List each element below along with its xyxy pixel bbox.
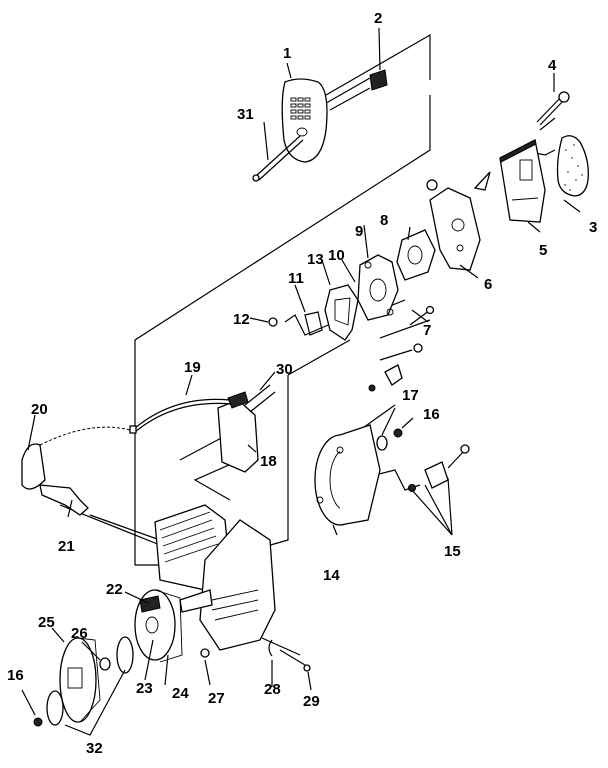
callout-30: 30 bbox=[276, 361, 293, 378]
callout-8: 8 bbox=[380, 212, 388, 229]
callout-7: 7 bbox=[423, 322, 431, 339]
part-needle-bearing-26 bbox=[99, 657, 111, 671]
callout-15: 15 bbox=[444, 543, 461, 560]
part-starter-housing bbox=[314, 424, 381, 526]
part-bolt-29 bbox=[279, 649, 311, 672]
part-clip-28 bbox=[268, 639, 273, 657]
part-spark-plug bbox=[39, 484, 89, 516]
part-ignition-lead bbox=[129, 398, 233, 434]
callout-12: 12 bbox=[233, 311, 250, 328]
callout-21: 21 bbox=[58, 538, 75, 555]
callout-14: 14 bbox=[323, 567, 340, 584]
part-washer-32 bbox=[116, 636, 134, 674]
callout-24: 24 bbox=[172, 685, 189, 702]
part-gasket-8 bbox=[396, 229, 436, 281]
part-plug-boot bbox=[21, 443, 46, 490]
callout-27: 27 bbox=[208, 690, 225, 707]
callout-22: 22 bbox=[106, 581, 123, 598]
callout-labels: 1 2 3 4 5 6 7 8 9 10 11 12 13 14 15 16 1… bbox=[7, 10, 597, 757]
callout-26: 26 bbox=[71, 625, 88, 642]
part-air-filter bbox=[556, 135, 589, 197]
part-nut-16b bbox=[33, 717, 43, 727]
part-clip-11 bbox=[304, 311, 323, 336]
callout-16a: 16 bbox=[423, 406, 440, 423]
callout-16b: 16 bbox=[7, 667, 24, 684]
part-outer-washer bbox=[46, 690, 64, 726]
part-carburetor bbox=[426, 171, 491, 271]
part-nut-27 bbox=[200, 648, 210, 658]
callout-32: 32 bbox=[86, 740, 103, 757]
callout-25: 25 bbox=[38, 614, 55, 631]
part-screw-7 bbox=[409, 305, 435, 326]
callout-19: 19 bbox=[184, 359, 201, 376]
part-bolt-4 bbox=[536, 91, 570, 126]
part-insulator bbox=[357, 254, 399, 321]
callout-29: 29 bbox=[303, 693, 320, 710]
part-muffler-cover bbox=[281, 78, 328, 163]
part-filter-holder bbox=[499, 139, 546, 223]
part-crankcase bbox=[179, 519, 276, 651]
part-screws-30 bbox=[244, 384, 276, 413]
callout-1: 1 bbox=[283, 45, 291, 62]
callout-31: 31 bbox=[237, 106, 254, 123]
part-clutch-drum bbox=[59, 637, 101, 723]
callout-18: 18 bbox=[260, 453, 277, 470]
part-screw-12 bbox=[268, 317, 278, 327]
callout-28: 28 bbox=[264, 681, 281, 698]
callout-2: 2 bbox=[374, 10, 382, 27]
part-clutch bbox=[134, 589, 183, 663]
callout-20: 20 bbox=[31, 401, 48, 418]
part-muffler-bolt bbox=[252, 135, 304, 182]
callout-3: 3 bbox=[589, 219, 597, 236]
callout-4: 4 bbox=[548, 57, 557, 74]
part-washer-17 bbox=[376, 435, 388, 451]
callout-13: 13 bbox=[307, 251, 324, 268]
leader-lines bbox=[21, 27, 581, 736]
callout-6: 6 bbox=[484, 276, 492, 293]
callout-17: 17 bbox=[402, 387, 419, 404]
callout-9: 9 bbox=[355, 223, 363, 240]
callout-23: 23 bbox=[136, 680, 153, 697]
part-spark-screen bbox=[329, 69, 388, 111]
callout-10: 10 bbox=[328, 247, 345, 264]
callout-11: 11 bbox=[288, 270, 304, 287]
callout-5: 5 bbox=[539, 242, 547, 259]
part-pawl-assembly bbox=[368, 343, 470, 492]
part-nut-16 bbox=[393, 428, 403, 438]
part-gasket-13 bbox=[324, 284, 359, 341]
